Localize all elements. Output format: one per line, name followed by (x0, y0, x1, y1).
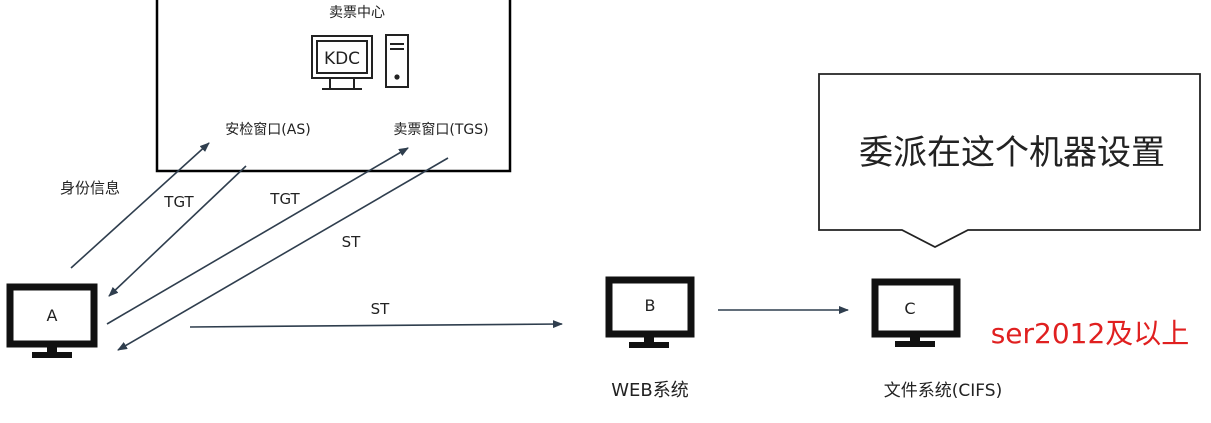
arrow-tgt-a-to-tgs (106, 147, 409, 325)
as-label: 安检窗口(AS) (225, 121, 310, 138)
computer-a-label: A (47, 306, 58, 325)
tgt-to-tgs-label: TGT (269, 190, 300, 208)
callout-bubble (818, 73, 1201, 249)
arrow-identity-to-as (70, 142, 210, 269)
tgt-from-as-label: TGT (163, 193, 194, 211)
kdc-box (155, 0, 512, 173)
st-from-tgs-label: ST (342, 233, 362, 251)
computer-a-icon (6, 283, 98, 358)
identity-label: 身份信息 (60, 179, 120, 197)
computer-c-icon (871, 278, 961, 347)
kdc-server-icon (311, 34, 409, 90)
arrow-st-a-to-b (189, 320, 563, 329)
computer-c-caption: 文件系统(CIFS) (884, 381, 1002, 401)
st-to-b-label: ST (371, 300, 391, 318)
computer-c-label: C (904, 299, 915, 318)
arrow-st-tgs-to-a (117, 157, 449, 351)
kdc-box-title: 卖票中心 (329, 5, 385, 21)
callout-text: 委派在这个机器设置 (859, 133, 1165, 173)
kdc-label: KDC (324, 49, 360, 69)
computer-b-icon (605, 276, 695, 348)
arrow-tgt-as-to-a (108, 165, 247, 297)
computer-b-caption: WEB系统 (611, 380, 689, 401)
computer-b-label: B (645, 296, 656, 315)
tgs-label: 卖票窗口(TGS) (393, 121, 488, 138)
computer-c-note: ser2012及以上 (991, 317, 1190, 350)
